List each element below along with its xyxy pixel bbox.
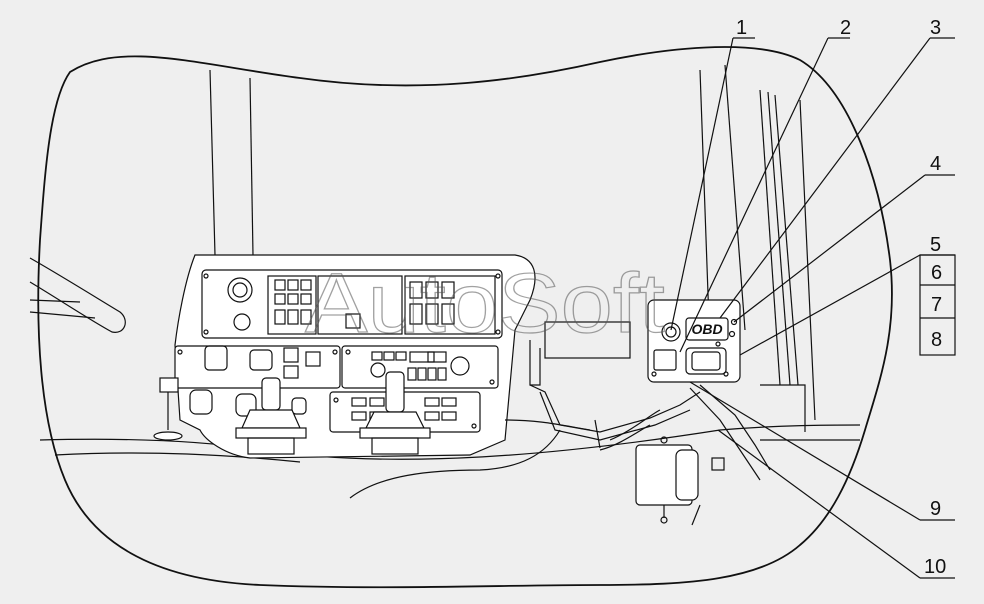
callout-6: 6	[931, 262, 942, 284]
callout-7: 7	[931, 294, 942, 316]
callout-2: 2	[840, 17, 851, 39]
wiring-harness	[349, 384, 771, 499]
callout-5: 5	[930, 234, 941, 256]
rotary-knobs	[153, 377, 307, 441]
callout-4: 4	[930, 153, 941, 175]
obd-label: OBD	[691, 321, 722, 337]
side-handle	[29, 257, 126, 333]
mid-right-panel	[341, 345, 499, 389]
watermark: AutoSoft	[305, 256, 665, 350]
leader-lines	[670, 37, 956, 579]
joystick-right	[359, 371, 431, 455]
mid-left-panel	[174, 345, 341, 389]
obd-panel: OBD	[647, 299, 741, 383]
callout-1: 1	[736, 17, 747, 39]
side-cabinet	[529, 321, 806, 432]
cab-outline	[37, 46, 893, 589]
relay-box	[635, 436, 725, 526]
callout-labels: 1 2 3 4 5 6 7 8 9 10	[736, 17, 946, 578]
callout-8: 8	[931, 329, 942, 351]
callout-3: 3	[930, 17, 941, 39]
top-switch-panel	[201, 269, 503, 339]
callout-10: 10	[924, 556, 946, 578]
joystick-left	[235, 377, 307, 455]
window-pillars	[209, 64, 816, 421]
callout-9: 9	[930, 498, 941, 520]
floor-line	[39, 424, 861, 460]
